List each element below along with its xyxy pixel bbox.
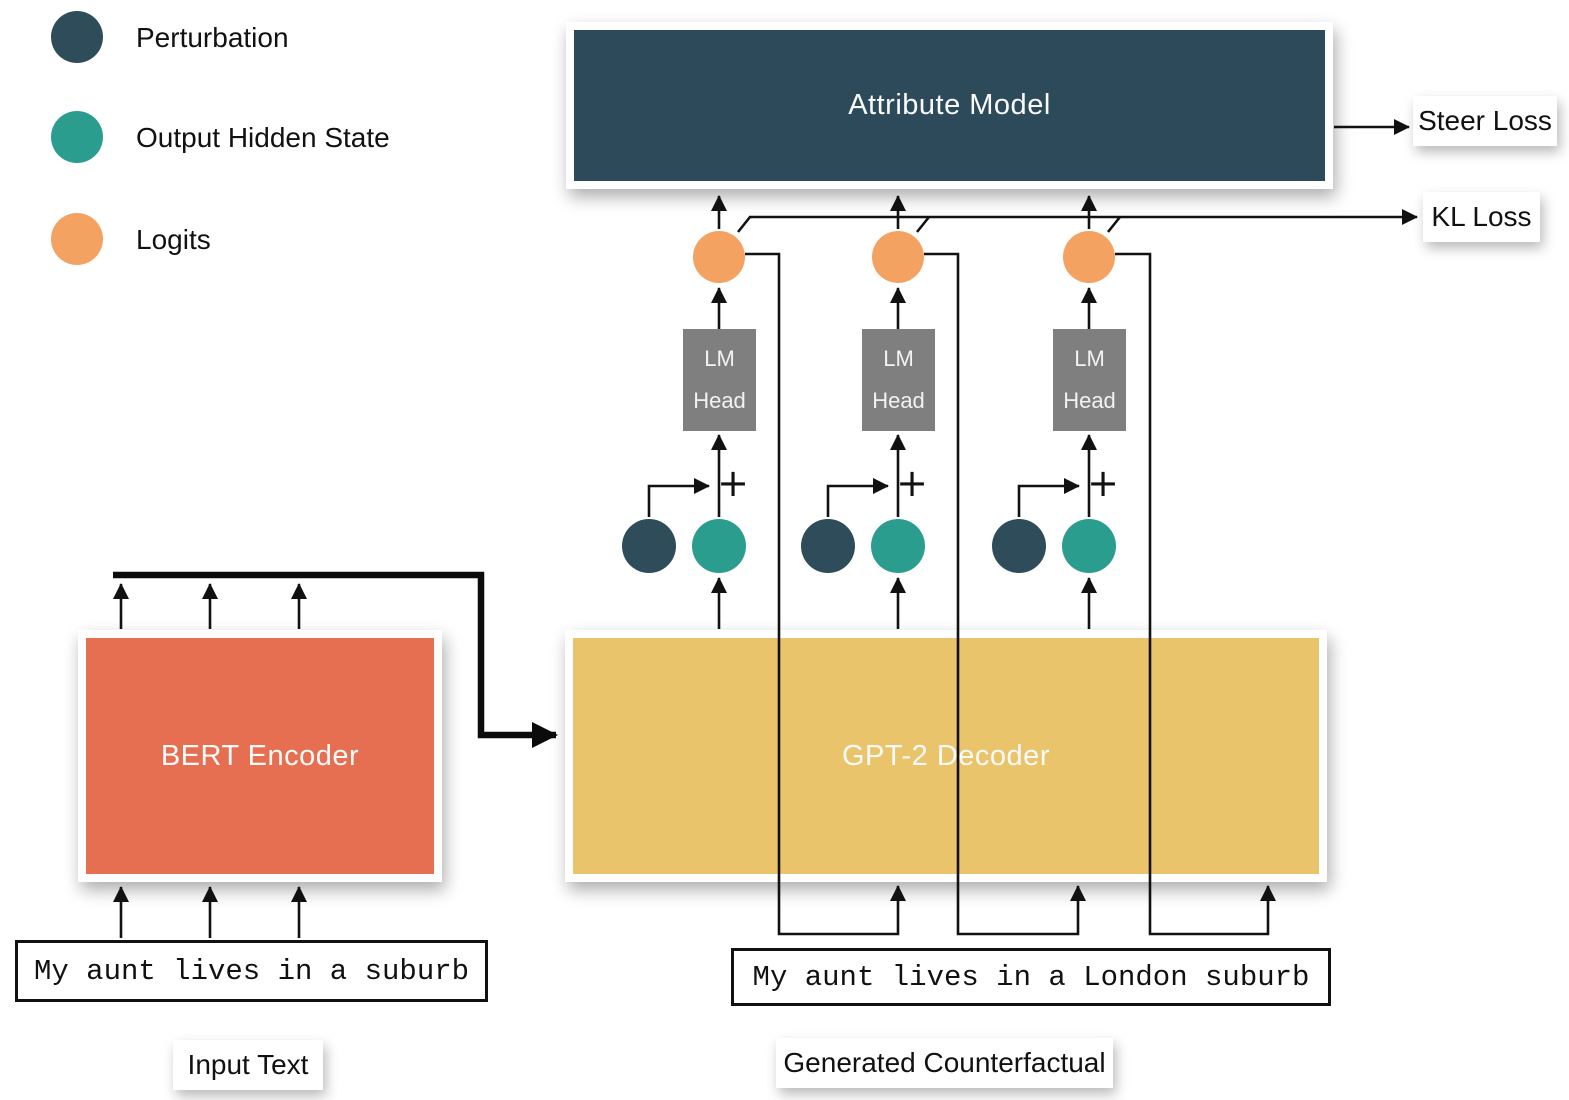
gpt2-decoder-label: GPT-2 Decoder <box>842 739 1050 772</box>
kl-loss-box: KL Loss <box>1423 192 1540 242</box>
bert-encoder-box: BERT Encoder <box>78 630 442 882</box>
generated-counterfactual-label-box: Generated Counterfactual <box>776 1038 1113 1088</box>
lm-head-1-line2: Head <box>693 388 746 413</box>
lm-head-2-line1: LM <box>883 346 914 371</box>
attribute-model-label: Attribute Model <box>848 89 1051 121</box>
perturbation-circle-1 <box>622 519 676 573</box>
logits-circle-2 <box>872 231 924 283</box>
arrow-perturbation1-to-sum <box>647 478 710 517</box>
generated-counterfactual-label: Generated Counterfactual <box>783 1047 1106 1078</box>
steer-loss-label: Steer Loss <box>1418 105 1552 136</box>
lm-head-1-line1: LM <box>704 346 735 371</box>
kl-tap-slash-3 <box>1106 216 1122 233</box>
lm-head-1: LM Head <box>683 329 756 431</box>
legend-hidden-state-icon <box>51 111 103 163</box>
kl-loss-label: KL Loss <box>1431 201 1532 232</box>
legend-logits-icon <box>51 213 103 265</box>
hidden-state-circle-3 <box>1062 519 1116 573</box>
add-junction-2: + <box>896 461 928 505</box>
attribute-model-box: Attribute Model <box>566 22 1333 189</box>
logits-circle-1 <box>693 231 745 283</box>
gpt2-decoder-box: GPT-2 Decoder <box>565 630 1327 882</box>
add-junction-1: + <box>717 461 749 505</box>
perturbation-circle-2 <box>801 519 855 573</box>
kl-tap-slash-2 <box>915 216 931 233</box>
input-text: My aunt lives in a suburb <box>33 954 470 988</box>
bert-encoder-label: BERT Encoder <box>160 739 360 772</box>
logits-circle-3 <box>1063 231 1115 283</box>
legend-perturbation-label: Perturbation <box>136 22 289 53</box>
kl-tap-slash-1 <box>736 216 752 233</box>
arrow-perturbation2-to-sum <box>826 478 889 517</box>
lm-head-3-line1: LM <box>1074 346 1105 371</box>
input-text-label-box: Input Text <box>173 1040 323 1090</box>
lm-head-2-line2: Head <box>872 388 925 413</box>
attribute-model-fill: Attribute Model <box>574 30 1325 181</box>
generated-text: My aunt lives in a London suburb <box>752 960 1310 994</box>
legend-perturbation-icon <box>51 11 103 63</box>
hidden-state-circle-1 <box>692 519 746 573</box>
legend-logits-label: Logits <box>136 224 211 255</box>
input-text-label: Input Text <box>187 1049 309 1080</box>
lm-head-3-line2: Head <box>1063 388 1116 413</box>
lm-head-3: LM Head <box>1053 329 1126 431</box>
arrow-perturbation3-to-sum <box>1017 478 1080 517</box>
hidden-state-circle-2 <box>871 519 925 573</box>
bert-encoder-fill: BERT Encoder <box>86 638 434 874</box>
input-text-box: My aunt lives in a suburb <box>15 940 488 1002</box>
legend-hidden-state-label: Output Hidden State <box>136 122 390 153</box>
lm-head-2: LM Head <box>862 329 935 431</box>
generated-text-box: My aunt lives in a London suburb <box>731 948 1331 1006</box>
add-junction-3: + <box>1087 461 1119 505</box>
gpt2-decoder-fill: GPT-2 Decoder <box>573 638 1319 874</box>
steer-loss-box: Steer Loss <box>1413 96 1557 146</box>
perturbation-circle-3 <box>992 519 1046 573</box>
